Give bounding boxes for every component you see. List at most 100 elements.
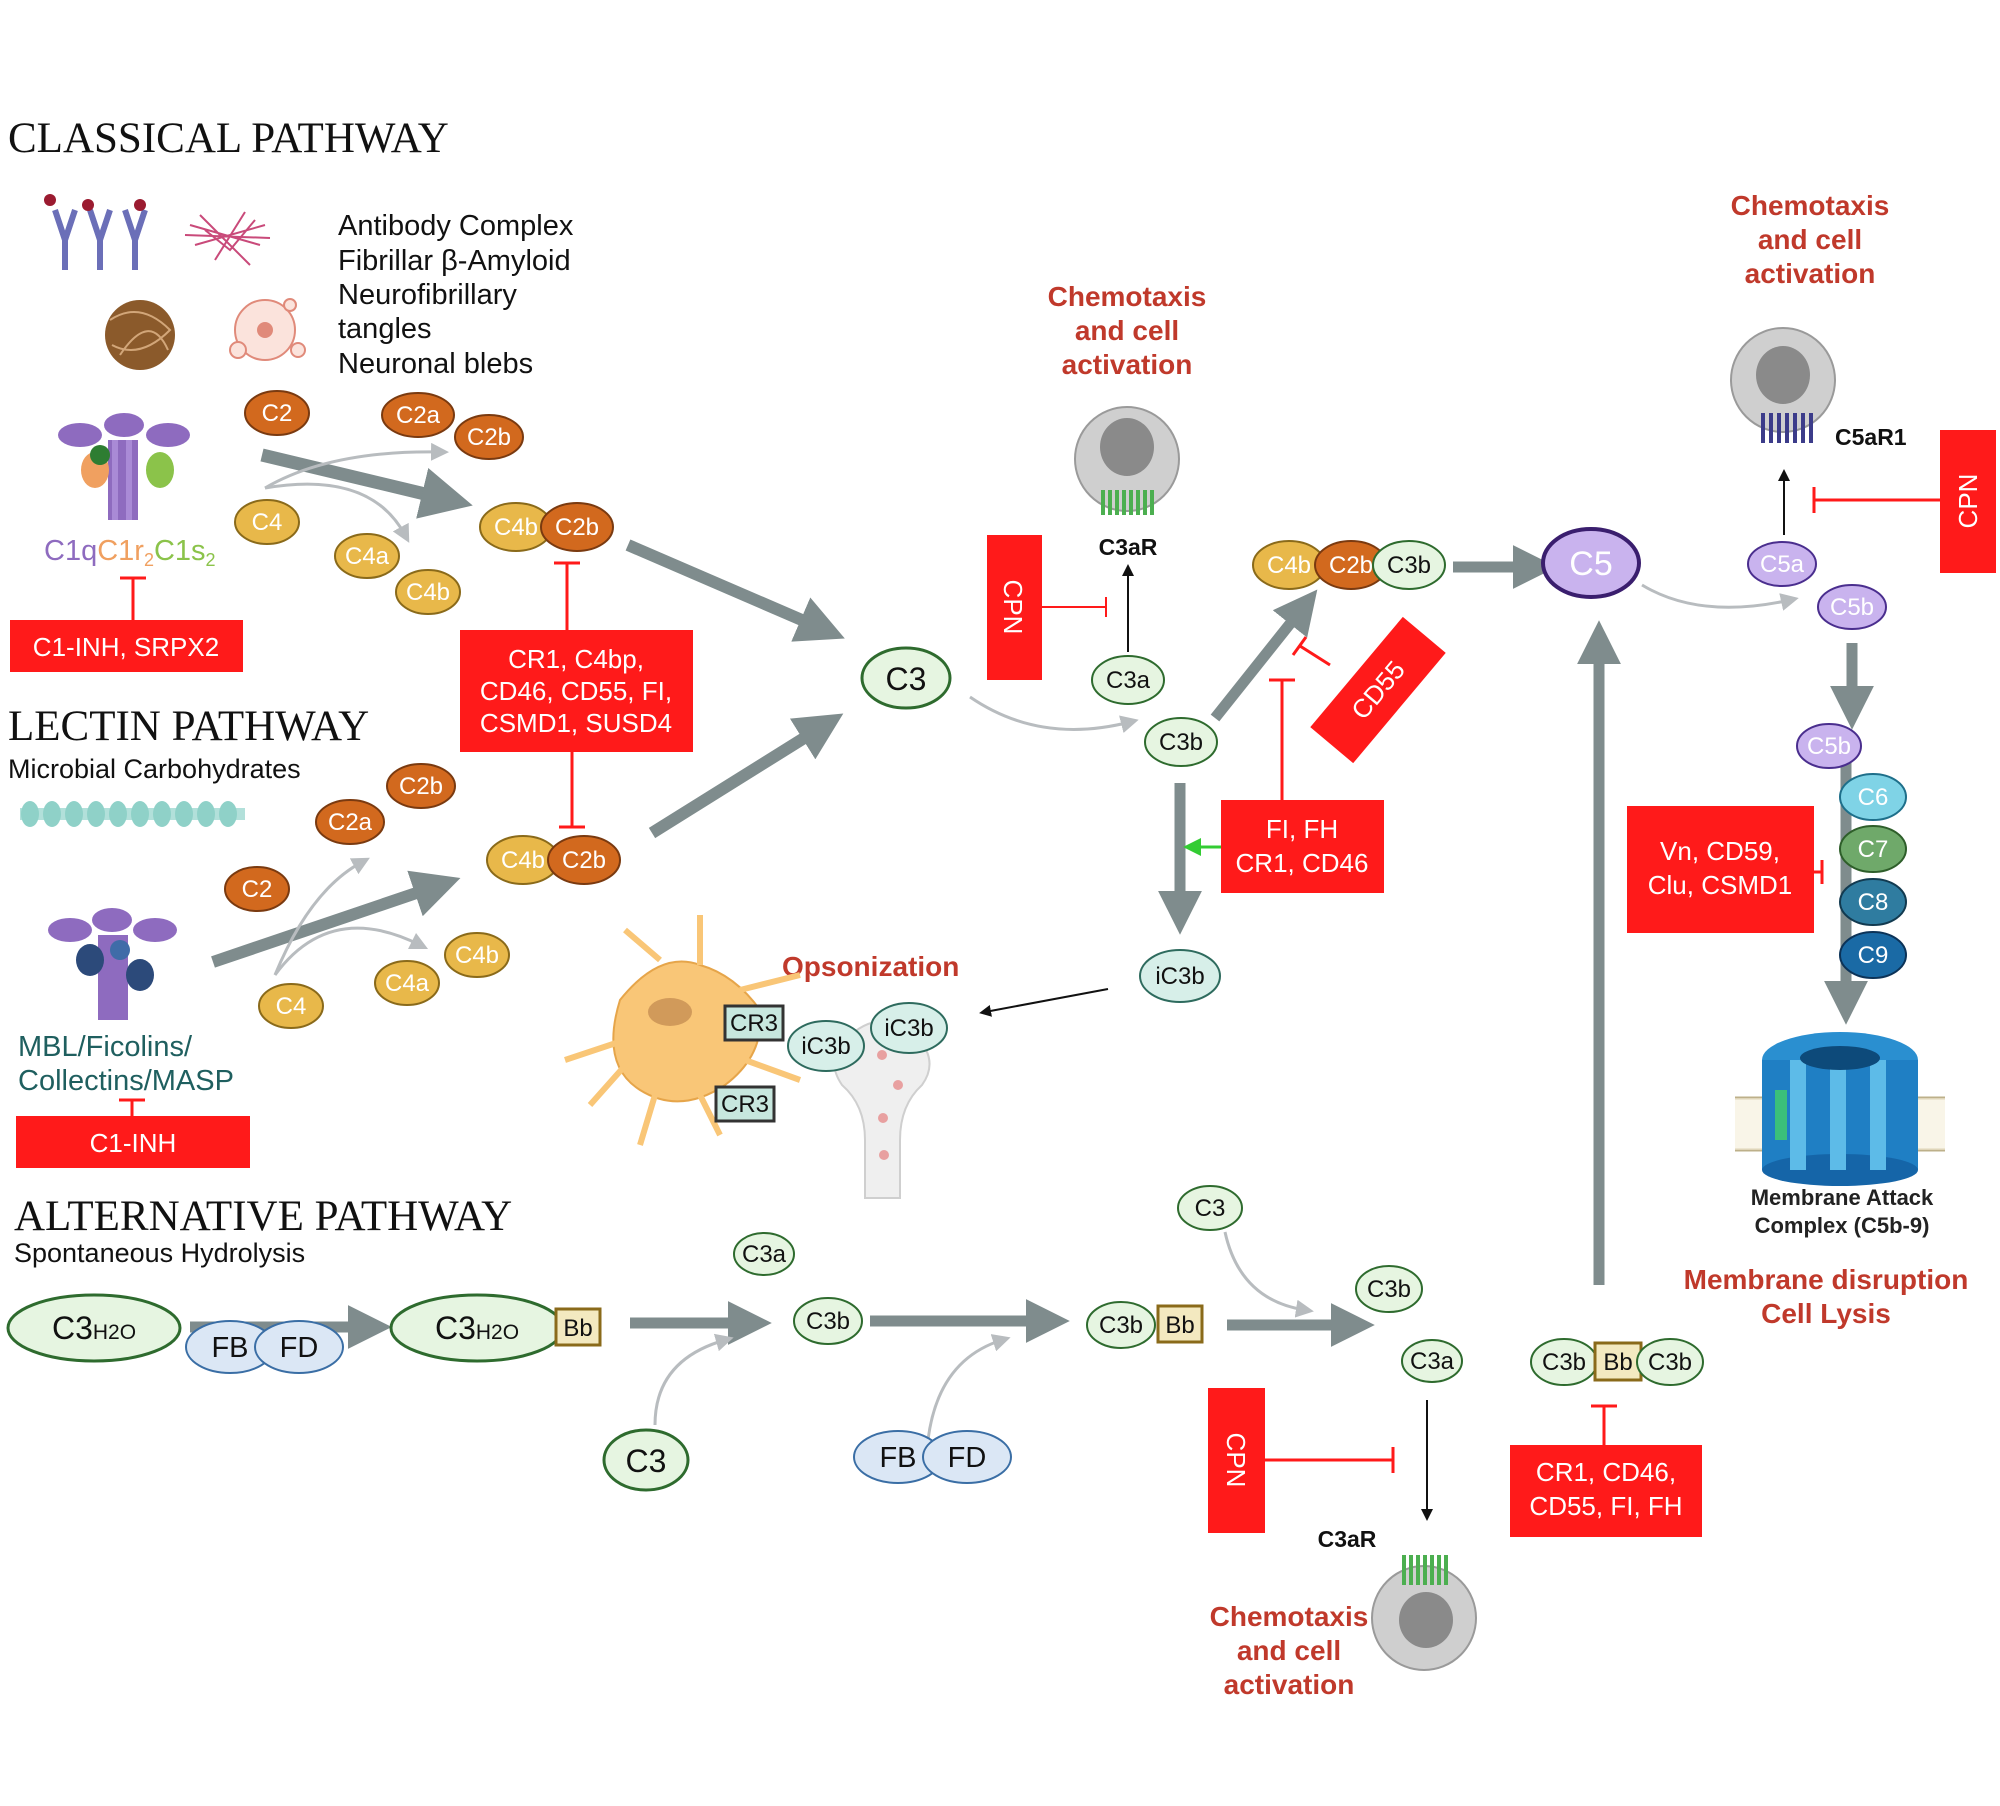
svg-text:C2b: C2b — [555, 514, 599, 541]
c5b-molecule: C5b — [1817, 584, 1887, 630]
fb-fd-pair-2: FB FD — [853, 1430, 1012, 1484]
alt-regulator-box: CR1, CD46, CD55, FI, FH — [1510, 1445, 1702, 1537]
c1-complex-icon — [58, 413, 190, 520]
svg-text:Chemotaxis: Chemotaxis — [1048, 281, 1207, 312]
carbohydrate-chain-icon — [20, 801, 245, 827]
svg-text:Bb: Bb — [1603, 1349, 1632, 1376]
lectin-title: LECTIN PATHWAY — [8, 703, 369, 750]
svg-text:C3: C3 — [1195, 1195, 1226, 1222]
svg-text:Membrane Attack: Membrane Attack — [1751, 1185, 1934, 1210]
svg-text:C3: C3 — [626, 1443, 667, 1479]
c1r-label: C1r — [97, 535, 144, 567]
svg-text:FB: FB — [879, 1442, 916, 1474]
svg-text:and cell: and cell — [1237, 1635, 1341, 1666]
svg-text:FD: FD — [948, 1442, 987, 1474]
amyloid-fibril-icon — [184, 211, 271, 266]
trigger-tangles: tangles — [338, 313, 432, 345]
fb-fd-pair-1: FB FD — [185, 1320, 344, 1374]
c3-input-arrow — [653, 1333, 734, 1426]
convertase-regulator-box: CR1, C4bp, CD46, CD55, FI, CSMD1, SUSD4 — [460, 630, 693, 752]
c3-amplify-input-arrow — [1223, 1231, 1314, 1318]
classical-trigger-list: Antibody Complex Fibrillar β-Amyloid Neu… — [338, 210, 574, 380]
svg-text:CD46, CD55, FI,: CD46, CD55, FI, — [480, 676, 672, 706]
c3b-to-c5-convertase-arrow — [1210, 589, 1318, 722]
cpn-box-c5a: CPN — [1940, 430, 1996, 573]
cpn-inhibition-alt — [1265, 1447, 1395, 1473]
c8-molecule: C8 — [1839, 878, 1907, 926]
classical-cascade: C2 C2a C2b C4 C4a C4b C4b C2b — [234, 390, 845, 642]
svg-text:CPN: CPN — [1953, 474, 1983, 529]
svg-text:CR3: CR3 — [730, 1010, 778, 1037]
c2a-molecule: C2a — [381, 392, 455, 438]
c1q-c1r-c1s-label: C1qC1r2C1s2 — [44, 535, 216, 570]
c4b-molecule: C4b — [395, 569, 461, 615]
c3a-alt-1: C3a — [733, 1232, 795, 1276]
c1s-subscript: 2 — [206, 550, 216, 570]
c1s-label: C1s — [154, 535, 206, 567]
svg-text:C4: C4 — [252, 509, 283, 536]
cr3-receptor-1: CR3 — [723, 1004, 785, 1042]
svg-text:CR1, C4bp,: CR1, C4bp, — [508, 644, 644, 674]
classical-title: CLASSICAL PATHWAY — [8, 115, 449, 162]
svg-text:C3b: C3b — [1367, 1276, 1411, 1303]
ic3b-bound-2: iC3b — [870, 1002, 948, 1054]
svg-text:C3b: C3b — [1542, 1349, 1586, 1376]
svg-text:C2: C2 — [242, 876, 273, 903]
c1r-subscript: 2 — [144, 550, 154, 570]
c3-hub: C3 — [860, 646, 952, 710]
c4-molecule: C4 — [234, 499, 300, 545]
opsonization-label: Opsonization — [782, 951, 959, 982]
svg-text:C4b: C4b — [1267, 552, 1311, 579]
svg-text:C5a: C5a — [1760, 551, 1805, 578]
svg-text:C3H2O: C3H2O — [52, 1310, 136, 1346]
mac-label: Membrane Attack Complex (C5b-9) — [1751, 1185, 1934, 1238]
mbl-label-line2: Collectins/MASP — [18, 1065, 234, 1097]
lysis-label: Membrane disruption Cell Lysis — [1684, 1264, 1969, 1329]
svg-text:C3: C3 — [886, 661, 927, 697]
svg-text:C6: C6 — [1858, 784, 1889, 811]
mac-regulator-box: Vn, CD59, Clu, CSMD1 — [1627, 806, 1814, 933]
c3ar-label-bottom: C3aR — [1318, 1526, 1377, 1552]
cell-icon-bottom — [1371, 1555, 1477, 1671]
ic3b-bound-1: iC3b — [787, 1020, 865, 1072]
fi-fh-box: FI, FH CR1, CD46 — [1221, 800, 1384, 893]
svg-text:C3a: C3a — [1410, 1348, 1455, 1375]
lectin-trigger: Microbial Carbohydrates — [8, 754, 301, 784]
svg-text:and cell: and cell — [1758, 224, 1862, 255]
svg-text:C5b: C5b — [1807, 733, 1851, 760]
svg-text:C4a: C4a — [385, 970, 430, 997]
c5-molecule: C5 — [1541, 527, 1641, 599]
svg-text:C2b: C2b — [399, 773, 443, 800]
svg-text:C3b: C3b — [1159, 729, 1203, 756]
c4b-c2b-complex-lectin: C4b C2b — [486, 835, 621, 885]
svg-text:CD55, FI, FH: CD55, FI, FH — [1529, 1491, 1682, 1521]
c4a-molecule-lectin: C4a — [374, 960, 440, 1006]
svg-text:C4: C4 — [276, 993, 307, 1020]
cpn-box-top: CPN — [987, 535, 1042, 680]
trigger-blebs: Neuronal blebs — [338, 348, 533, 380]
c3bbb-convertase: C3b Bb — [1086, 1301, 1204, 1349]
svg-text:C4a: C4a — [345, 543, 390, 570]
lectin-cascade: C2b C2a C2 C4 C4a C4b C4b C2b — [211, 713, 844, 1029]
svg-text:C3b: C3b — [1648, 1349, 1692, 1376]
c4b-c2b-complex-classical: C4b C2b — [479, 502, 614, 552]
c3-h2o-bb: C3H2O Bb — [389, 1293, 602, 1363]
convertase-inhibition-top — [554, 561, 580, 630]
svg-text:C4b: C4b — [494, 514, 538, 541]
svg-text:Complex (C5b-9): Complex (C5b-9) — [1755, 1213, 1930, 1238]
svg-text:C2a: C2a — [328, 809, 373, 836]
c1inh-lectin-inhibition — [119, 1098, 145, 1118]
chemotaxis-bottom: Chemotaxis and cell activation — [1210, 1601, 1369, 1700]
svg-text:Cell Lysis: Cell Lysis — [1761, 1298, 1891, 1329]
svg-text:C7: C7 — [1858, 836, 1889, 863]
svg-text:C8: C8 — [1858, 889, 1889, 916]
svg-text:CSMD1, SUSD4: CSMD1, SUSD4 — [480, 708, 672, 738]
svg-text:CPN: CPN — [1221, 1433, 1251, 1488]
c3ar-label-top: C3aR — [1099, 534, 1158, 560]
svg-text:C1qC1r2C1s2: C1qC1r2C1s2 — [44, 535, 216, 570]
mac-assembly-stack: C5b C6 C7 C8 C9 — [1796, 723, 1907, 979]
svg-text:C2b: C2b — [1329, 552, 1373, 579]
c3a-molecule-top: C3a — [1091, 655, 1165, 705]
